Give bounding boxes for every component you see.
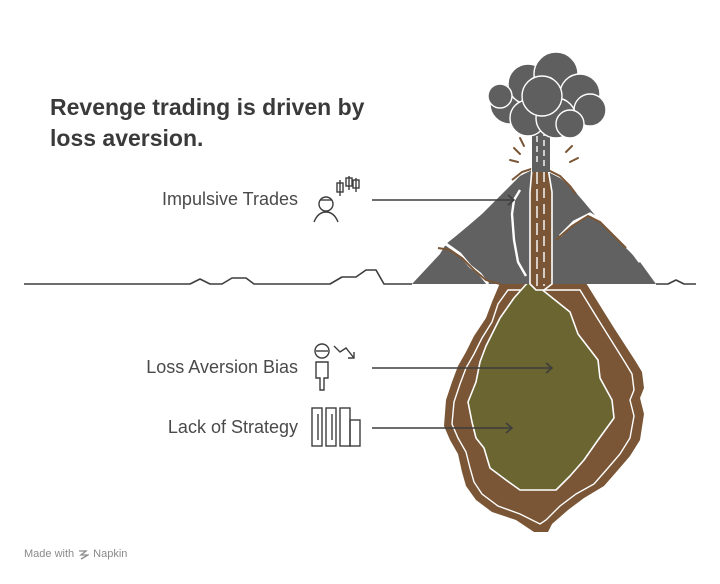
footer-credit: Made with Napkin <box>24 548 127 560</box>
label-loss-aversion-bias: Loss Aversion Bias <box>100 357 298 378</box>
strategy-chart-icon <box>312 408 360 446</box>
loss-aversion-icon <box>315 344 354 390</box>
label-lack-of-strategy: Lack of Strategy <box>120 417 298 438</box>
smoke-cloud <box>488 52 606 138</box>
brand-name: Napkin <box>93 548 127 560</box>
lava-vent <box>530 168 552 290</box>
trader-candles-icon <box>314 176 359 222</box>
diagram-title: Revenge trading is driven by loss aversi… <box>50 92 380 154</box>
label-impulsive-trades: Impulsive Trades <box>120 189 298 210</box>
napkin-logo-icon <box>78 549 89 560</box>
made-with-text: Made with <box>24 548 74 560</box>
